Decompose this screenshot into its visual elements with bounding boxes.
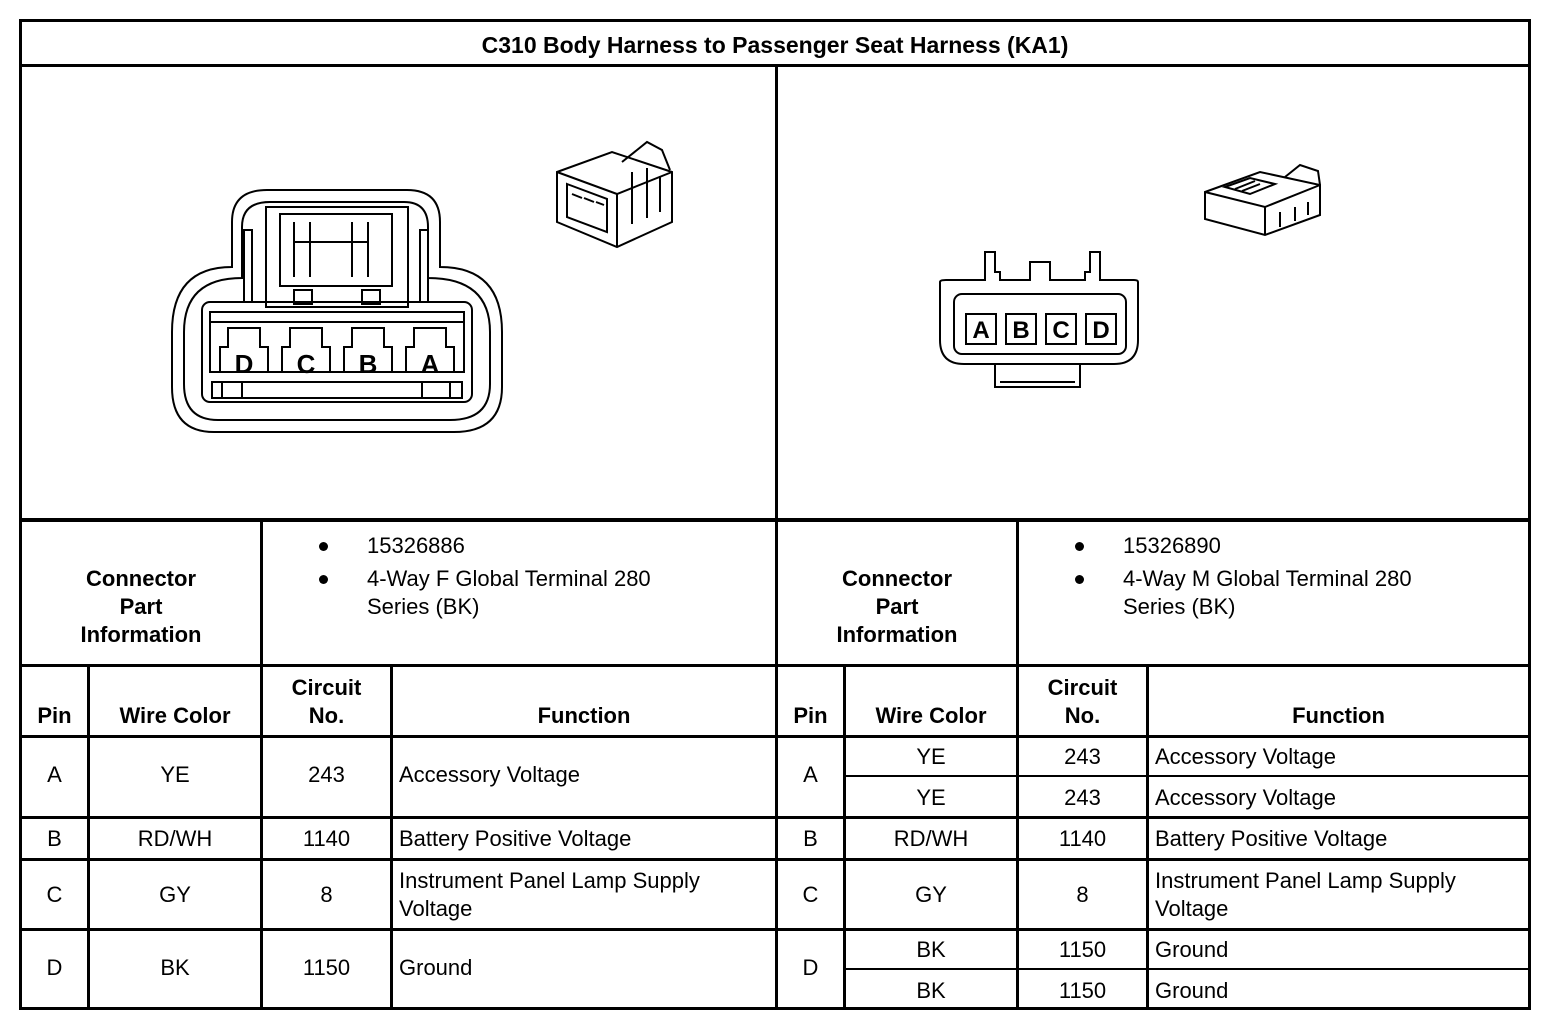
- right-part-desc: 4-Way M Global Terminal 280: [1123, 566, 1412, 591]
- circuit-cell: 243: [308, 762, 345, 787]
- pin-cell: A: [47, 762, 62, 787]
- right-part-desc-cont: Series (BK): [1123, 594, 1236, 619]
- left-part-desc-cont: Series (BK): [367, 594, 480, 619]
- header-bottom-divider: [22, 735, 1528, 738]
- male-connector-face: A B C D: [939, 251, 1139, 388]
- function-cell-cont: Voltage: [1155, 896, 1229, 921]
- male-connector-iso-picture: [1204, 163, 1321, 237]
- function-cell: Ground: [1155, 978, 1229, 1003]
- right-header-wire-color: Wire Color: [875, 703, 987, 728]
- right-connector-info-label: Connector Part Information: [778, 565, 1016, 649]
- wire-color-cell: RD/WH: [893, 826, 969, 851]
- function-cell: Instrument Panel Lamp Supply: [1155, 868, 1456, 893]
- page-title: C310 Body Harness to Passenger Seat Harn…: [481, 32, 1069, 58]
- face-pin-label: B: [359, 349, 378, 379]
- right-row-d-split: [843, 968, 1528, 970]
- circuit-cell: 1140: [302, 826, 351, 851]
- circuit-cell: 243: [1064, 744, 1101, 769]
- wire-color-cell: YE: [916, 785, 946, 810]
- wire-color-cell: YE: [916, 744, 946, 769]
- right-info-divider: [1016, 520, 1019, 666]
- right-header-pin: Pin: [793, 703, 828, 728]
- face-pin-label: A: [972, 317, 989, 344]
- left-info-bullet: [319, 542, 328, 551]
- right-info-bullet: [1075, 575, 1084, 584]
- right-col-pin-divider: [843, 666, 846, 1010]
- wire-color-cell: RD/WH: [137, 826, 213, 851]
- wire-color-cell: BK: [916, 937, 946, 962]
- left-col-wire-divider: [260, 666, 263, 1010]
- right-header-circuit: Circuit No.: [1019, 674, 1146, 730]
- function-cell: Accessory Voltage: [1155, 785, 1336, 810]
- pin-cell: B: [803, 826, 818, 851]
- circuit-cell: 1150: [302, 955, 351, 980]
- left-header-circuit-text: Circuit No.: [291, 675, 362, 728]
- right-col-wire-divider: [1016, 666, 1019, 1010]
- circuit-cell: 243: [1064, 785, 1101, 810]
- image-divider: [775, 67, 778, 520]
- function-cell: Battery Positive Voltage: [1155, 826, 1388, 851]
- wire-color-cell: YE: [160, 762, 190, 787]
- face-pin-label: C: [1052, 317, 1069, 344]
- pin-cell: C: [46, 882, 63, 907]
- left-header-pin: Pin: [37, 703, 72, 728]
- wire-color-cell: GY: [915, 882, 947, 907]
- row-b-bottom-divider: [22, 858, 1528, 861]
- circuit-cell: 8: [1076, 882, 1089, 907]
- left-info-bullet: [319, 575, 328, 584]
- left-part-number: 15326886: [367, 533, 465, 558]
- wire-color-cell: GY: [159, 882, 191, 907]
- female-connector-iso-picture: [556, 140, 673, 249]
- face-pin-label: A: [421, 349, 440, 379]
- left-col-pin-divider: [87, 666, 90, 1010]
- function-cell: Accessory Voltage: [399, 762, 580, 787]
- face-pin-label: B: [1012, 317, 1029, 344]
- pin-cell: D: [802, 955, 819, 980]
- pin-cell: A: [803, 762, 818, 787]
- center-divider: [775, 518, 778, 1010]
- wire-color-cell: BK: [160, 955, 190, 980]
- left-header-wire-color: Wire Color: [119, 703, 231, 728]
- female-connector-face: D C B A: [171, 189, 503, 433]
- left-header-circuit: Circuit No.: [263, 674, 390, 730]
- title-divider: [22, 64, 1528, 67]
- circuit-cell: 8: [320, 882, 333, 907]
- left-connector-info-label: Connector Part Information: [22, 565, 260, 649]
- right-row-a-split: [843, 775, 1528, 777]
- function-cell: Ground: [399, 955, 473, 980]
- left-info-divider: [260, 520, 263, 666]
- right-header-circuit-text: Circuit No.: [1047, 675, 1118, 728]
- function-cell: Ground: [1155, 937, 1229, 962]
- info-bottom-divider: [22, 664, 1528, 667]
- right-header-function: Function: [1292, 703, 1385, 728]
- function-cell-cont: Voltage: [399, 896, 473, 921]
- function-cell: Battery Positive Voltage: [399, 826, 632, 851]
- right-col-circuit-divider: [1146, 666, 1149, 1010]
- circuit-cell: 1150: [1058, 978, 1107, 1003]
- face-pin-label: C: [297, 349, 316, 379]
- face-pin-label: D: [235, 349, 254, 379]
- face-pin-label: D: [1092, 317, 1109, 344]
- function-cell: Instrument Panel Lamp Supply: [399, 868, 700, 893]
- function-cell: Accessory Voltage: [1155, 744, 1336, 769]
- right-part-number: 15326890: [1123, 533, 1221, 558]
- left-part-desc: 4-Way F Global Terminal 280: [367, 566, 651, 591]
- left-col-circuit-divider: [390, 666, 393, 1010]
- row-c-bottom-divider: [22, 928, 1528, 931]
- pin-cell: D: [46, 955, 63, 980]
- row-a-bottom-divider: [22, 816, 1528, 819]
- pin-cell: B: [47, 826, 62, 851]
- left-connector-info-label-text: Connector Part Information: [80, 566, 202, 647]
- right-connector-info-label-text: Connector Part Information: [836, 566, 958, 647]
- left-header-function: Function: [537, 703, 631, 728]
- connector-end-view-sheet: C310 Body Harness to Passenger Seat Harn…: [19, 19, 1531, 1010]
- circuit-cell: 1150: [1058, 937, 1107, 962]
- right-info-bullet: [1075, 542, 1084, 551]
- wire-color-cell: BK: [916, 978, 946, 1003]
- circuit-cell: 1140: [1058, 826, 1107, 851]
- pin-cell: C: [802, 882, 819, 907]
